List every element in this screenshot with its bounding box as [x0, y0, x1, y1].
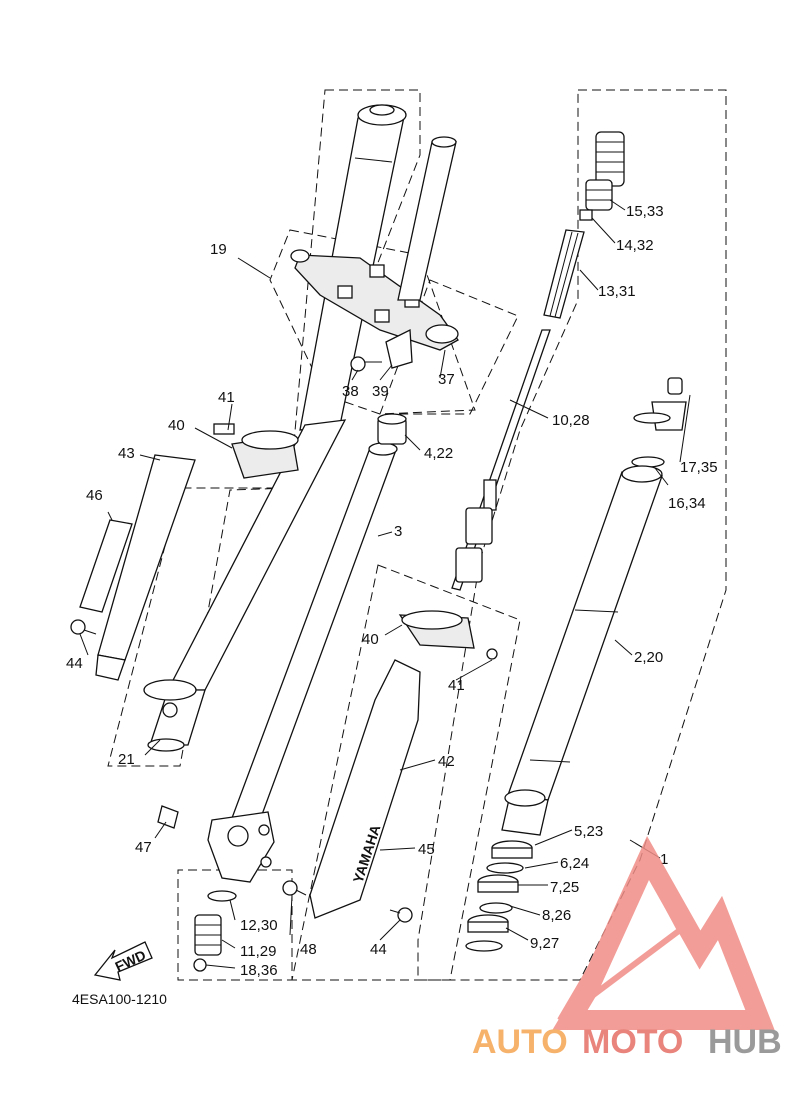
callout-8-26: 8,26 — [542, 907, 571, 924]
callout-39: 39 — [372, 383, 389, 400]
callout-41-upper: 41 — [218, 389, 235, 406]
callout-47: 47 — [135, 839, 152, 856]
callout-18-36: 18,36 — [240, 962, 278, 979]
cap-bolt-17-35 — [633, 377, 687, 431]
watermark-logo — [552, 835, 775, 1030]
cylinder-13-31 — [543, 229, 585, 319]
callout-14-32: 14,32 — [616, 237, 654, 254]
part-code: 4ESA100-1210 — [72, 991, 167, 1007]
nut-14-32 — [579, 209, 593, 221]
outline-right-fork-assembly — [417, 89, 727, 981]
oring-16-34 — [631, 456, 665, 468]
callout-44-left: 44 — [66, 655, 83, 672]
callout-40-lower: 40 — [362, 631, 379, 648]
callout-13-31: 13,31 — [598, 283, 636, 300]
callout-7-25: 7,25 — [550, 879, 579, 896]
callout-9-27: 9,27 — [530, 935, 559, 952]
steering-stem — [397, 136, 457, 301]
upper-bracket-37 — [290, 249, 459, 351]
watermark-triangle-icon — [552, 835, 775, 1030]
axle-holder-47 — [157, 805, 275, 883]
outline-lower-guard — [177, 564, 521, 981]
callout-46: 46 — [86, 487, 103, 504]
watermark-moto: MOTO — [582, 1023, 683, 1061]
callout-42: 42 — [438, 753, 455, 770]
watermark-auto: AUTO — [472, 1023, 568, 1061]
callout-12-30: 12,30 — [240, 917, 278, 934]
bushing-4-22 — [377, 413, 407, 445]
plate-46 — [79, 519, 133, 613]
guard-43 — [95, 454, 196, 681]
seal-stack-5-9 — [465, 840, 533, 952]
callout-44-right: 44 — [370, 941, 387, 958]
outer-tube-2-20 — [501, 465, 663, 836]
clamp-40-upper — [213, 423, 299, 479]
outline-left-fork-assembly — [107, 89, 421, 767]
outer-tube-19 — [166, 104, 407, 691]
callout-21: 21 — [118, 751, 135, 768]
fork-guard-42: YAMAHA — [309, 659, 421, 919]
callout-1: 1 — [660, 851, 668, 868]
inner-tube-21 — [143, 679, 206, 752]
callout-19: 19 — [210, 241, 227, 258]
callout-16-34: 16,34 — [668, 495, 706, 512]
callout-40-upper: 40 — [168, 417, 185, 434]
callout-15-33: 15,33 — [626, 203, 664, 220]
bolt-44-right — [389, 907, 413, 923]
clamp-40-lower — [398, 610, 498, 660]
spring-11-29 — [193, 890, 237, 972]
callout-43: 43 — [118, 445, 135, 462]
fwd-label: FWD — [113, 947, 149, 975]
callout-2-20: 2,20 — [634, 649, 663, 666]
callout-3: 3 — [394, 523, 402, 540]
callout-11-29: 11,29 — [240, 943, 276, 960]
fwd-arrow-icon: FWD — [93, 941, 153, 981]
bolt-48 — [282, 880, 307, 896]
watermark-hub: HUB — [708, 1023, 782, 1061]
bolt-44-left — [70, 619, 97, 635]
callout-41-lower: 41 — [448, 677, 465, 694]
callout-10-28: 10,28 — [552, 412, 590, 429]
damper-rod-10-28 — [451, 329, 551, 591]
callout-4-22: 4,22 — [424, 445, 453, 462]
bracket-39 — [385, 328, 413, 369]
spring-15-33 — [585, 131, 625, 211]
callout-6-24: 6,24 — [560, 855, 589, 872]
callout-48: 48 — [300, 941, 317, 958]
outline-center-cartridge — [379, 279, 519, 415]
callout-5-23: 5,23 — [574, 823, 603, 840]
callout-38: 38 — [342, 383, 359, 400]
callout-37: 37 — [438, 371, 455, 388]
bolt-38 — [350, 356, 382, 372]
callouts: 19 41 40 43 46 44 21 47 12,30 11,29 18,3… — [66, 203, 718, 979]
callout-45: 45 — [418, 841, 435, 858]
callout-17-35: 17,35 — [680, 459, 718, 476]
